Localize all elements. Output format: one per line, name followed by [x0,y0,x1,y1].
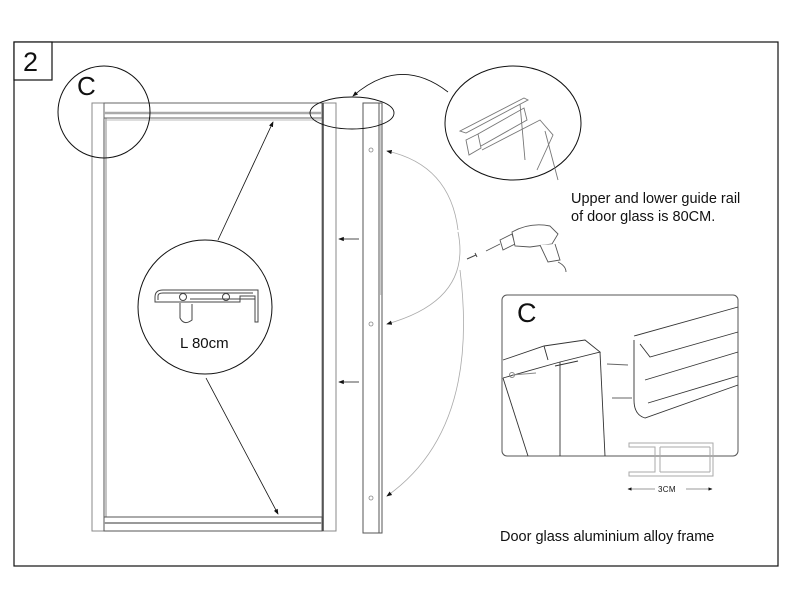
dimension-label: 3CM [658,485,676,494]
detail-caption: Door glass aluminium alloy frame [500,529,715,545]
callout-circle-c [57,65,151,159]
rail-length-label: L 80cm [180,335,229,352]
callout-label: C [77,71,96,101]
screw-detail-icon [509,372,537,378]
curved-arrow-to-middle-hole [386,231,461,325]
rail-profile-circle [137,239,273,375]
instruction-note: Upper and lower guide rail of door glass… [571,190,771,226]
curved-arrow-to-upper-hole [386,149,459,231]
instruction-note-line-1: Upper and lower guide rail [571,191,741,207]
magnified-joint-circle [444,65,582,181]
detail-panel-label: C [517,298,537,328]
drill-icon [485,224,567,273]
magnified-profile-icon [458,97,559,181]
joint-highlight-ellipse [309,96,395,130]
curved-arrow-to-lower-hole [386,269,464,497]
frame-isometric [502,339,632,457]
step-number-box [13,41,53,81]
arrow-to-top-rail [217,121,274,241]
step-number: 2 [23,47,39,77]
rail-profile-icon [154,289,259,324]
screw-icon [466,252,478,260]
rail-isometric [633,306,739,419]
curved-arrow-to-joint [352,74,449,97]
arrow-to-bottom-rail [205,377,279,515]
frame-profile-icon [628,442,714,477]
instruction-note-line-2: of door glass is 80CM. [571,209,716,225]
door-frame [91,102,337,532]
detail-panel [501,294,739,457]
vertical-stile [362,102,383,534]
page-border [13,41,779,567]
